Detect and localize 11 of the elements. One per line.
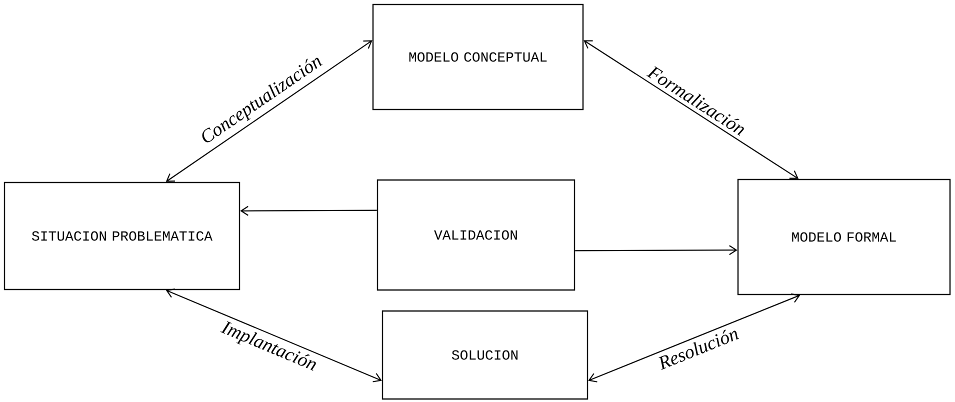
process-box: SITUACION PROBLEMATICA [4,182,240,290]
process-box: MODELO FORMAL [737,178,951,296]
process-box: MODELO CONCEPTUAL [372,4,584,110]
arrow [240,206,377,216]
arrow [575,245,738,256]
arrow [166,40,372,182]
arrow [588,293,800,382]
process-box: SOLUCION [382,310,588,400]
arrow [166,288,382,382]
process-box: VALIDACION [376,179,576,291]
arrow [584,40,799,179]
